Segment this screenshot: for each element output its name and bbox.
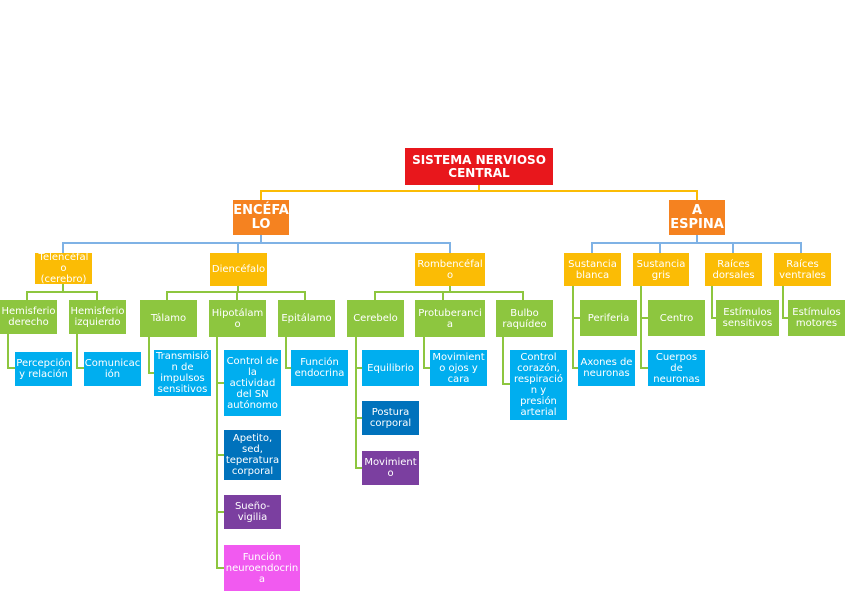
node-sueno-vigilia: Sueño- vigilia (224, 495, 281, 529)
node-postura-corporal: Postura corporal (362, 401, 419, 435)
connector-epitalamo (285, 337, 291, 369)
connector-root (260, 185, 698, 200)
node-talamo: Tálamo (140, 300, 197, 337)
node-centro: Centro (648, 300, 705, 336)
connector-hipotalamo (216, 337, 224, 569)
node-encefalo: ENCÉFA LO (233, 200, 289, 235)
node-cuerpos-neuronas: Cuerpos de neuronas (648, 350, 705, 386)
connector-sustancia-blanca (572, 286, 580, 369)
node-epitalamo: Epitálamo (278, 300, 335, 337)
connector-medula (591, 235, 802, 253)
node-raices-dorsales: Raíces dorsales (705, 253, 762, 286)
node-funcion-endocrina: Función endocrina (291, 350, 348, 386)
node-control-sn-autonomo: Control de la actividad del SN autónomo (224, 350, 281, 416)
connector-hemisferio-izquierdo (76, 334, 84, 369)
node-telencefalo: Telencéfal o (cerebro) (35, 253, 92, 284)
node-hipotalamo: Hipotálam o (209, 300, 266, 337)
node-percepcion-relacion: Percepción y relación (15, 352, 72, 386)
node-diencefalo: Diencéfalo (210, 253, 267, 286)
connector-telencefalo (26, 284, 98, 300)
node-comunicacion: Comunicac ión (84, 352, 141, 386)
node-sustancia-gris: Sustancia gris (633, 253, 689, 286)
node-bulbo-raquideo: Bulbo raquídeo (496, 300, 553, 337)
connector-bulbo (502, 337, 510, 385)
node-protuberancia: Protuberanci a (415, 300, 485, 337)
node-transmision-impulsos: Transmisió n de impulsos sensitivos (154, 350, 211, 396)
node-apetito-sed: Apetito, sed, teperatura corporal (224, 430, 281, 480)
connector-raices-dorsales (711, 286, 716, 319)
connector-encefalo (62, 235, 451, 253)
node-axones-neuronas: Axones de neuronas (578, 350, 635, 386)
node-cerebelo: Cerebelo (347, 300, 404, 337)
node-control-corazon: Control corazón, respiració n y presión … (510, 350, 567, 420)
connector-diencefalo (166, 286, 306, 300)
node-equilibrio: Equilibrio (362, 350, 419, 386)
node-rombencefalo: Rombencéfal o (415, 253, 485, 286)
connector-hemisferio-derecho (7, 334, 15, 369)
node-sistema-nervioso-central: SISTEMA NERVIOSO CENTRAL (405, 148, 553, 185)
node-raices-ventrales: Raíces ventrales (774, 253, 831, 286)
node-estimulos-sensitivos: Estímulos sensitivos (716, 300, 779, 336)
node-medula-espinal: A ESPINA (669, 200, 725, 235)
node-hemisferio-izquierdo: Hemisferio izquierdo (69, 300, 126, 334)
node-periferia: Periferia (580, 300, 637, 336)
connector-talamo (148, 337, 154, 374)
node-funcion-neuroendocrina: Función neuroendocrin a (224, 545, 300, 591)
node-estimulos-motores: Estímulos motores (788, 300, 845, 336)
node-movimiento-ojos-cara: Movimient o ojos y cara (430, 350, 487, 386)
connector-cerebelo (355, 337, 362, 469)
connector-protuberancia (423, 337, 430, 369)
node-sustancia-blanca: Sustancia blanca (564, 253, 621, 286)
node-movimiento: Movimient o (362, 451, 419, 485)
node-hemisferio-derecho: Hemisferio derecho (0, 300, 57, 334)
connector-sustancia-gris (640, 286, 648, 369)
connector-raices-ventrales (782, 286, 788, 319)
connector-rombencefalo (374, 286, 524, 300)
